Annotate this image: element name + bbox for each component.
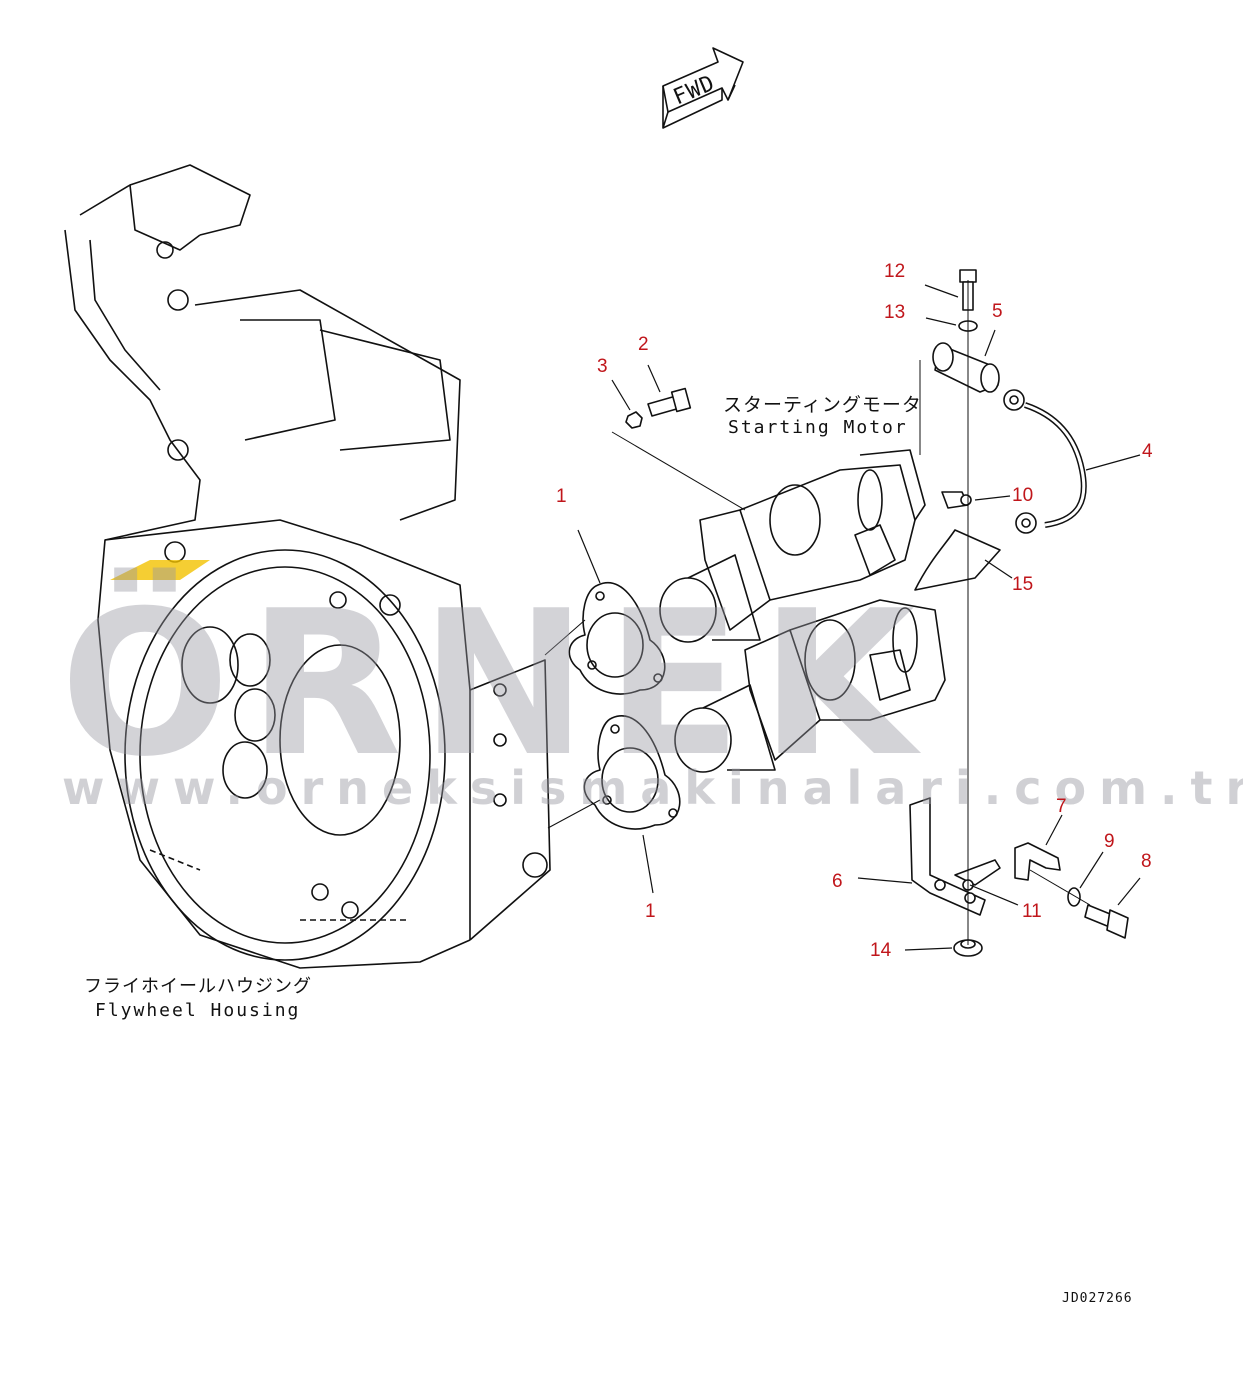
callout-2: 2	[638, 334, 649, 355]
callout-1-upper: 1	[556, 486, 567, 507]
nut-3-drawing	[625, 411, 643, 429]
harness-15-drawing	[914, 529, 1001, 591]
flywheel-housing-drawing	[64, 164, 551, 969]
clamp-7-drawing	[1014, 842, 1061, 881]
gasket-lower-drawing	[583, 715, 681, 830]
washer-9-drawing	[1067, 887, 1081, 907]
terminal-10-drawing	[941, 491, 972, 509]
leader-lines	[577, 284, 1141, 951]
cover-5-drawing	[932, 342, 1000, 393]
callout-7: 7	[1056, 796, 1067, 817]
callout-4: 4	[1142, 441, 1153, 462]
bracket-6-drawing	[909, 797, 986, 916]
watermark-brand: ÖRNEK	[60, 568, 934, 801]
callout-3: 3	[597, 356, 608, 377]
gasket-upper-drawing	[568, 582, 666, 695]
drawing-id: JD027266	[1062, 1291, 1133, 1306]
flywheel-housing-label-en: Flywheel Housing	[95, 1000, 301, 1021]
callout-13: 13	[884, 302, 906, 323]
callout-11: 11	[1022, 901, 1042, 922]
callout-9: 9	[1104, 831, 1115, 852]
cable-4-drawing	[1003, 389, 1087, 534]
watermark-accent-shape	[110, 560, 210, 580]
callout-14: 14	[870, 940, 892, 961]
starting-motor-lower-drawing	[674, 599, 946, 773]
callout-1-lower: 1	[645, 901, 656, 922]
fwd-arrow-icon	[662, 47, 744, 129]
starting-motor-upper-drawing	[659, 449, 926, 643]
callout-6: 6	[832, 871, 843, 892]
terminal-11-drawing	[954, 859, 1001, 891]
bolt-8-drawing	[1084, 904, 1129, 939]
callout-15: 15	[1012, 574, 1034, 595]
callout-10: 10	[1012, 485, 1034, 506]
callout-5: 5	[992, 301, 1003, 322]
callout-8: 8	[1141, 851, 1152, 872]
starting-motor-label-jp: スターティングモータ	[723, 394, 922, 416]
starting-motor-label-en: Starting Motor	[728, 417, 908, 438]
callout-12: 12	[884, 261, 906, 282]
watermark-url: www.orneksismakinalari.com.tr	[62, 761, 1243, 815]
assembly-lines	[544, 280, 1091, 945]
bolt-2-drawing	[647, 387, 692, 417]
flywheel-housing-label-jp: フライホイールハウジング	[84, 976, 312, 997]
